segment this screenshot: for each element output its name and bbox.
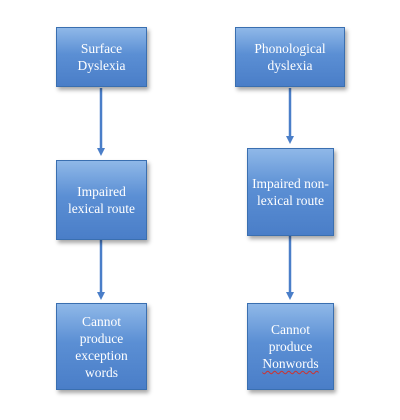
node-cannot-produce-nonwords-line2: Nonwords (262, 356, 319, 371)
node-cannot-produce-exception-words: Cannot produce exception words (56, 303, 147, 390)
node-cannot-produce-nonwords-line1: Cannot produce (268, 322, 313, 354)
node-cannot-produce-nonwords-label: Cannot produce Nonwords (251, 321, 330, 372)
node-phonological-dyslexia-label: Phonological dyslexia (254, 41, 326, 73)
node-cannot-produce-exception-words-label: Cannot produce exception words (75, 313, 128, 380)
node-impaired-lexical-route: Impaired lexical route (56, 160, 147, 240)
node-impaired-non-lexical-route: Impaired non-lexical route (247, 148, 334, 236)
node-surface-dyslexia: Surface Dyslexia (56, 27, 147, 87)
node-cannot-produce-nonwords: Cannot produce Nonwords (247, 303, 334, 390)
node-impaired-non-lexical-route-label: Impaired non-lexical route (252, 176, 329, 208)
node-impaired-lexical-route-label: Impaired lexical route (67, 184, 136, 216)
node-phonological-dyslexia: Phonological dyslexia (235, 27, 345, 87)
node-surface-dyslexia-label: Surface Dyslexia (77, 41, 126, 73)
